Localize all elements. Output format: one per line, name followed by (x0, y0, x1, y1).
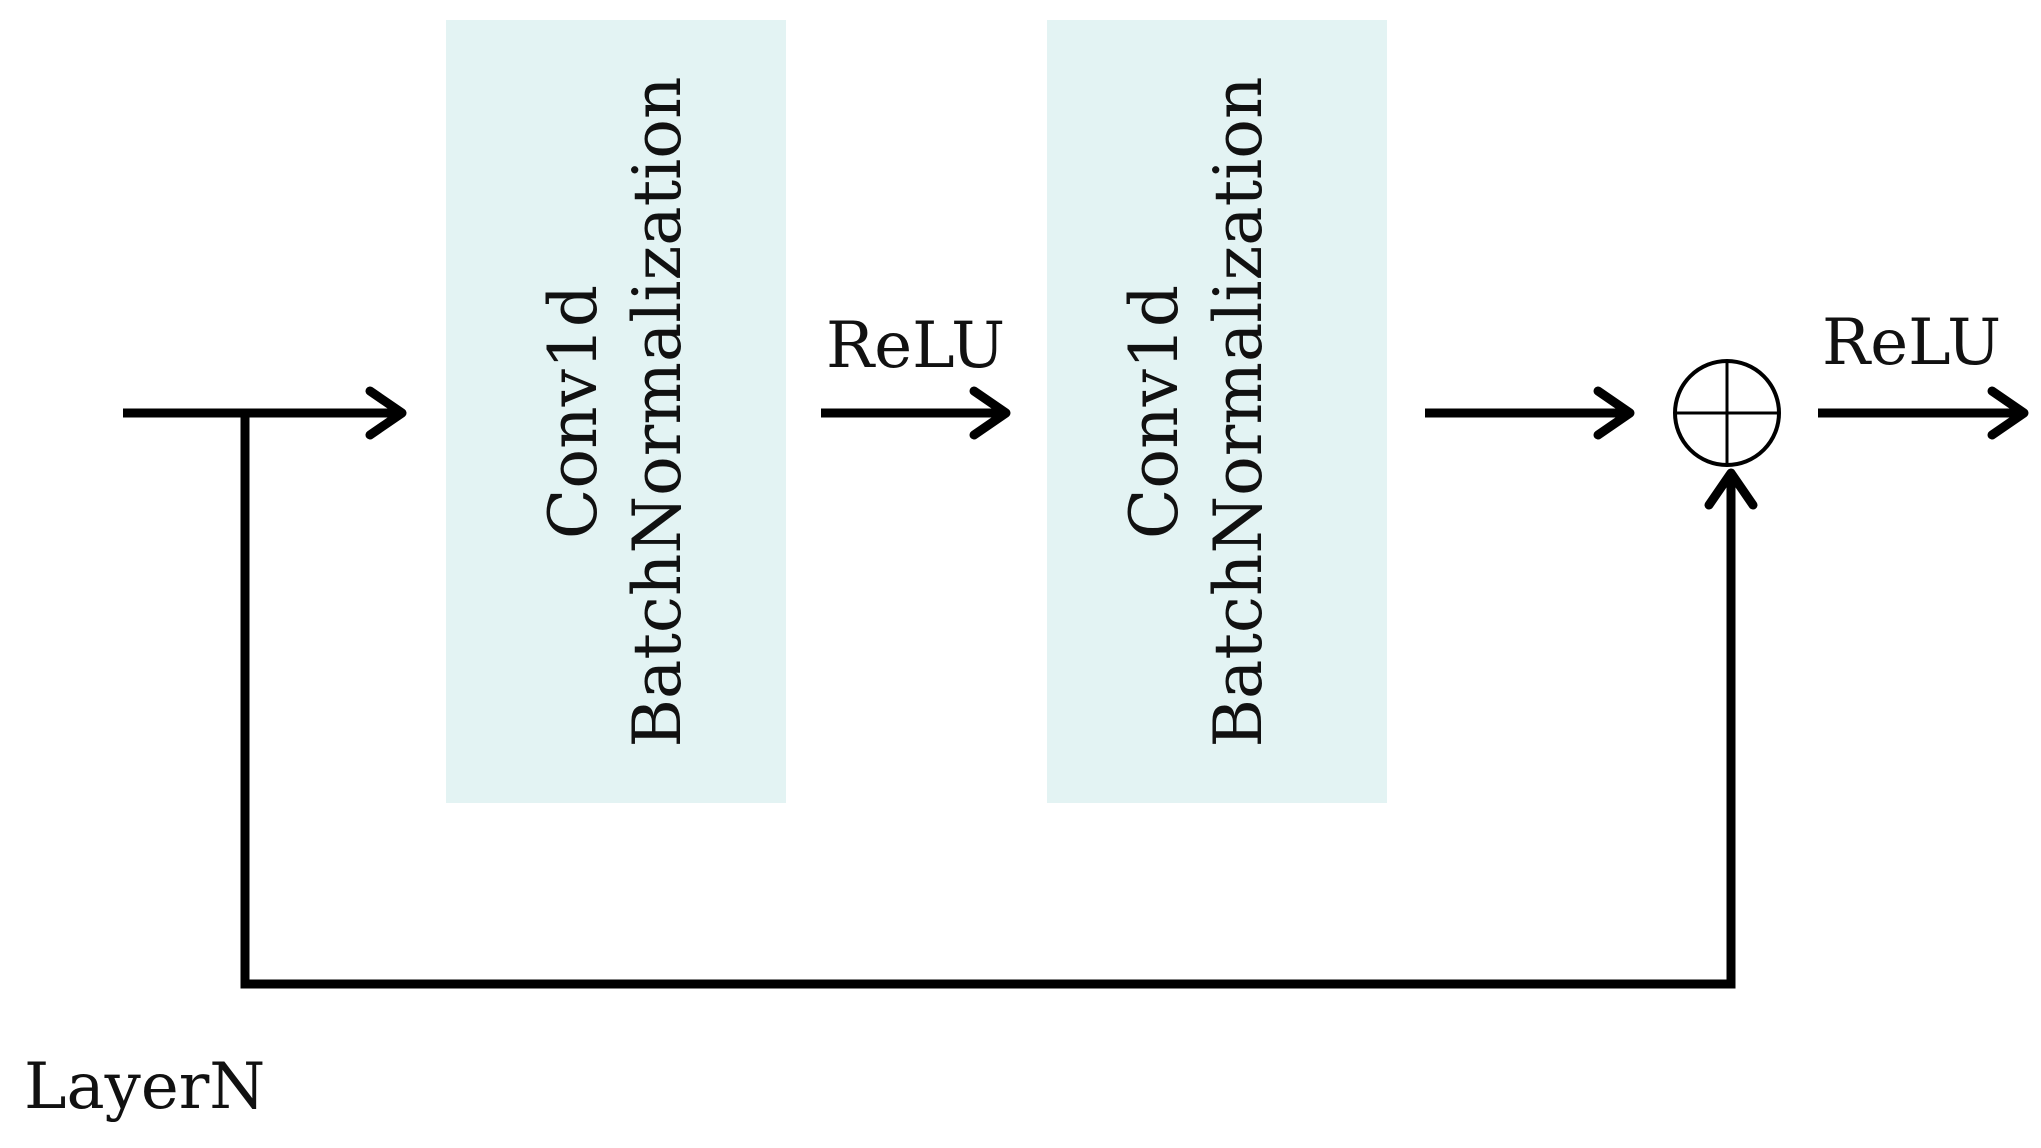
skip-arrowhead (1704, 468, 1758, 510)
block-1-line1: Conv1d (535, 285, 612, 539)
output-arrowhead (1987, 386, 2029, 440)
relu-label-output: ReLU (1822, 306, 2001, 380)
layer-name-label: LayerN (24, 1050, 265, 1124)
block-2-line2: BatchNormalization (1200, 76, 1277, 747)
input-arrow (123, 386, 407, 440)
to-sum-arrowhead (1593, 386, 1635, 440)
relu-label-middle: ReLU (826, 309, 1005, 383)
to-sum-arrow (1425, 386, 1635, 440)
block-1-line2: BatchNormalization (619, 76, 696, 747)
block-2-background (1047, 20, 1387, 803)
conv-bn-block-1: Conv1d BatchNormalization (446, 20, 786, 803)
conv-bn-block-2: Conv1d BatchNormalization (1047, 20, 1387, 803)
skip-line (240, 413, 1736, 989)
block-1-background (446, 20, 786, 803)
middle-arrowhead (969, 386, 1011, 440)
middle-arrow (821, 386, 1011, 440)
input-arrowhead (365, 386, 407, 440)
block-2-line1: Conv1d (1116, 285, 1193, 539)
skip-connection (240, 413, 1758, 989)
sum-node-icon (1673, 359, 1781, 467)
output-arrow (1818, 386, 2029, 440)
